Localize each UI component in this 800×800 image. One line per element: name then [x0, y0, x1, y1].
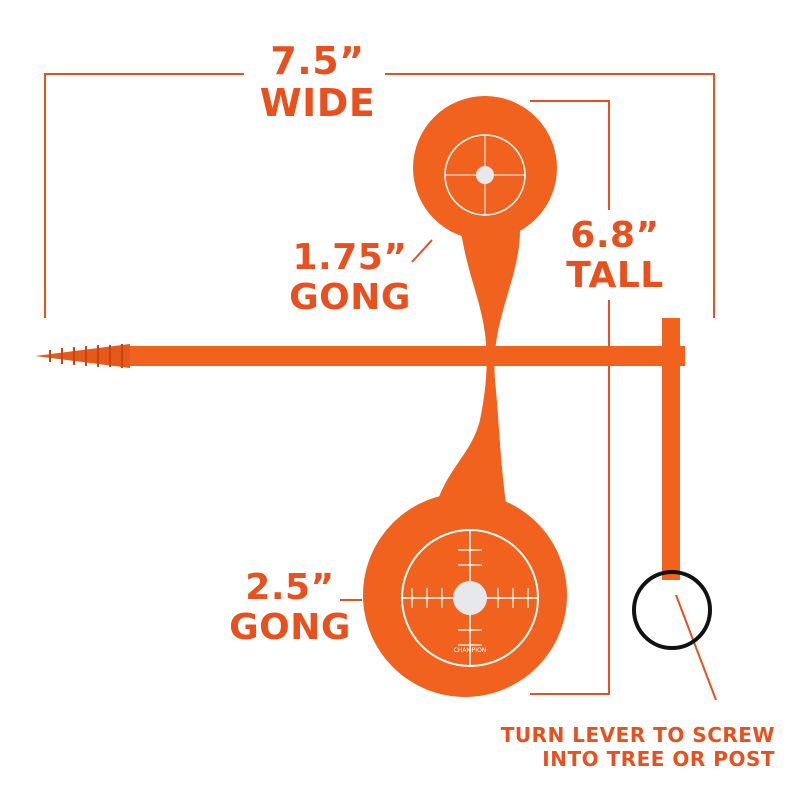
height-line-vertical-lower — [608, 300, 610, 695]
lever-handle — [662, 318, 680, 580]
small-gong-pointer — [411, 239, 433, 263]
width-tick-left — [44, 73, 46, 318]
height-line-top — [530, 100, 610, 102]
ring-icon — [632, 570, 712, 650]
small-gong-text: GONG — [289, 277, 411, 318]
height-value: 6.8” — [570, 215, 660, 256]
width-value: 7.5” — [270, 39, 365, 83]
height-line-vertical — [608, 100, 610, 210]
height-dimension-label: 6.8” TALL — [555, 218, 675, 294]
screw-icon — [35, 344, 685, 368]
large-gong-value: 2.5” — [245, 567, 335, 608]
width-text: WIDE — [259, 81, 376, 125]
width-tick-right — [713, 73, 715, 318]
width-line-left — [44, 73, 244, 75]
small-gong-target — [413, 96, 557, 240]
width-line-right — [385, 73, 715, 75]
small-gong-value: 1.75” — [292, 237, 408, 278]
lever-pointer — [675, 594, 717, 701]
small-gong-label: 1.75” GONG — [285, 240, 415, 316]
large-gong-label: 2.5” GONG — [225, 570, 355, 646]
callout-line-2: INTO TREE OR POST — [542, 747, 775, 771]
spinner-neck — [430, 225, 520, 530]
height-text: TALL — [566, 255, 664, 296]
width-dimension-label: 7.5” WIDE — [250, 42, 385, 122]
large-gong-target — [363, 493, 567, 697]
brand-mark: CHAMPION — [454, 647, 487, 654]
large-gong-text: GONG — [229, 607, 351, 648]
height-line-bottom — [530, 693, 610, 695]
callout-line-1: TURN LEVER TO SCREW — [500, 723, 775, 747]
lever-callout: TURN LEVER TO SCREW INTO TREE OR POST — [480, 725, 775, 769]
